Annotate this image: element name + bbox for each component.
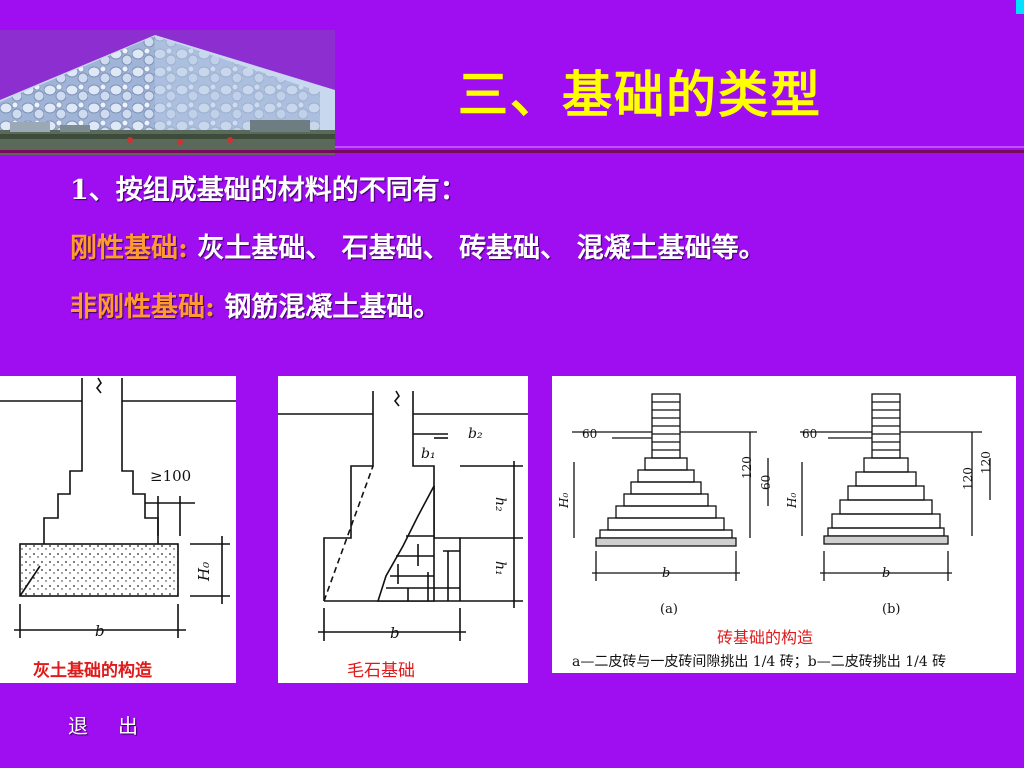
dim-b-b: b <box>882 566 890 581</box>
label-a: (a) <box>660 602 678 617</box>
dim-120-a: 120 <box>740 456 754 479</box>
dim-b1-label: b₁ <box>421 446 436 462</box>
header-highlight <box>335 146 1024 148</box>
brick-note: a—二皮砖与一皮砖间隙挑出 1/4 砖；b—二皮砖挑出 1/4 砖 <box>572 654 947 670</box>
brick-foundation-figure: 60 60 120 60 120 120 H₀ H₀ b b (a) (b) <box>552 376 1016 673</box>
rubble-stone-foundation-figure: b₂ b₁ h₂ h₁ b <box>278 376 528 683</box>
dim-60-a: 60 <box>582 427 597 441</box>
label-b: (b) <box>882 602 900 617</box>
building-photo <box>0 30 335 155</box>
nonrigid-foundation-line: 非刚性基础: 钢筋混凝土基础。 <box>70 285 440 324</box>
caption-brick: 砖基础的构造 <box>717 628 814 647</box>
dim-b-label: b <box>95 622 105 640</box>
lime-soil-foundation-figure: ≥100 H₀ b <box>0 376 236 683</box>
dim-h0-b: H₀ <box>785 493 799 509</box>
dim-h1-label: h₁ <box>492 561 508 576</box>
nonrigid-label: 非刚性基础: <box>70 292 215 323</box>
rigid-text: 灰土基础、 石基础、 砖基础、 混凝土基础等。 <box>197 233 766 264</box>
caption-rubble-stone: 毛石基础 <box>347 661 415 681</box>
rigid-foundation-line: 刚性基础: 灰土基础、 石基础、 砖基础、 混凝土基础等。 <box>70 226 766 265</box>
dim-h0-label: H₀ <box>195 562 213 582</box>
dim-h2-label: h₂ <box>492 497 508 512</box>
dim-120-b: 120 <box>961 467 975 490</box>
dim-120-b2: 120 <box>979 451 993 474</box>
dim-b-a: b <box>662 566 670 581</box>
corner-marker <box>1016 0 1024 14</box>
dim-60-side-a: 60 <box>759 475 773 490</box>
slide-title: 三、基础的类型 <box>458 66 822 124</box>
header-rule <box>0 150 1024 153</box>
rigid-label: 刚性基础: <box>70 233 188 264</box>
exit-button[interactable]: 退出 <box>68 714 168 738</box>
dim-b2-label: b₂ <box>468 426 483 442</box>
dim-h0-a: H₀ <box>557 493 571 509</box>
caption-lime-soil: 灰土基础的构造 <box>33 661 152 681</box>
dim-b-label: b <box>390 624 400 642</box>
intro-line: 1、按组成基础的材料的不同有： <box>70 175 467 206</box>
dim-60-b: 60 <box>802 427 817 441</box>
dim-step-label: ≥100 <box>150 467 191 485</box>
nonrigid-text: 钢筋混凝土基础。 <box>224 292 441 323</box>
